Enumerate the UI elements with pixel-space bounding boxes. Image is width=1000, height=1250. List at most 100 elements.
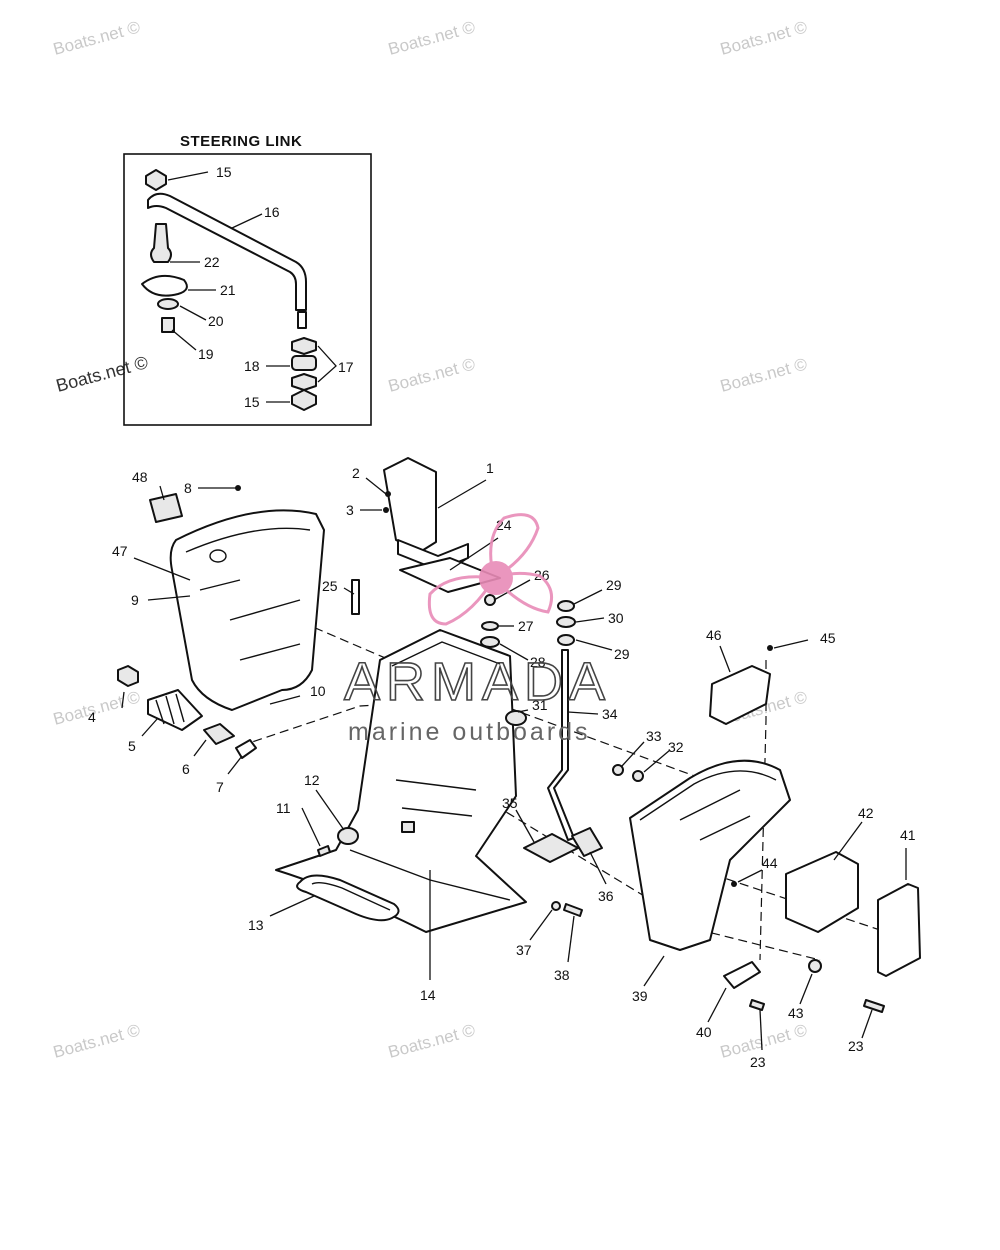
boot-part	[147, 689, 203, 731]
lower-cowl-part	[629, 759, 791, 951]
watermark: Boats.net ©	[386, 17, 477, 59]
leader-line	[317, 345, 337, 383]
callout-label: 31	[532, 697, 548, 713]
watermark: Boats.net ©	[51, 1020, 142, 1062]
plate-part	[141, 274, 188, 297]
callout-label: 36	[598, 888, 614, 904]
leader-line	[573, 589, 603, 605]
callout-label: 15	[244, 394, 260, 410]
steering-link-inset: STEERING LINK 15 16 22 21 2	[123, 133, 372, 426]
washer-part	[480, 636, 500, 648]
callout-label: 7	[216, 779, 224, 795]
leader-line	[575, 617, 605, 623]
callout-label: 14	[420, 987, 436, 1003]
callout-label: 26	[534, 567, 550, 583]
leader-line	[133, 557, 191, 581]
leader-line	[167, 171, 209, 181]
callout-label: 8	[184, 480, 192, 496]
watermark: Boats.net ©	[386, 354, 477, 396]
leader-line	[759, 1009, 763, 1051]
callout-label: 13	[248, 917, 264, 933]
callout-label: 34	[602, 706, 618, 722]
side-plate-part	[785, 851, 859, 933]
callout-label: 47	[112, 543, 128, 559]
washer-part	[481, 621, 499, 631]
screw-part	[383, 507, 389, 513]
inset-title: STEERING LINK	[180, 133, 302, 150]
leader-line	[621, 741, 645, 767]
leader-line	[861, 1009, 873, 1039]
leader-line	[269, 695, 301, 705]
washer-part	[551, 901, 561, 911]
armada-logo: ARMADA marine outboards	[343, 513, 611, 746]
screw-part	[731, 881, 737, 887]
leader-line	[231, 213, 263, 229]
leader-line	[719, 645, 731, 673]
callout-label: 4	[88, 709, 96, 725]
callout-label: 17	[338, 359, 354, 375]
callout-label: 38	[554, 967, 570, 983]
leader-line	[171, 329, 197, 351]
callout-label: 22	[204, 254, 220, 270]
nut-part	[145, 169, 167, 191]
callout-label: 48	[132, 469, 148, 485]
callout-label: 35	[502, 795, 518, 811]
callout-label: 12	[304, 772, 320, 788]
callout-label: 25	[322, 578, 338, 594]
bolt-part	[484, 594, 496, 606]
clip-part	[723, 961, 761, 989]
leader-line	[159, 485, 165, 501]
leader-line	[529, 909, 553, 941]
alignment-line	[699, 869, 881, 931]
leader-line	[493, 579, 531, 601]
screw-part	[863, 999, 885, 1013]
leader-line	[737, 869, 763, 883]
callout-label: 21	[220, 282, 236, 298]
grommet-part	[556, 616, 576, 628]
callout-label: 9	[131, 592, 139, 608]
link-rod-part	[147, 192, 307, 311]
callout-label: 2	[352, 465, 360, 481]
leader-line	[141, 717, 159, 737]
screw-part	[235, 485, 241, 491]
leader-line	[515, 809, 535, 843]
leader-line	[193, 739, 207, 757]
leader-line	[773, 639, 809, 649]
callout-label: 30	[608, 610, 624, 626]
inset-frame	[123, 153, 372, 426]
logo-wordmark: ARMADA	[344, 652, 611, 712]
watermark: Boats.net ©	[54, 352, 150, 396]
leader-line	[499, 643, 529, 661]
screw-part	[317, 845, 331, 857]
logo-tagline: marine outboards	[348, 718, 591, 746]
callout-label: 29	[614, 646, 630, 662]
leader-line	[643, 749, 671, 773]
spring-part	[203, 723, 235, 745]
propeller-hub	[479, 561, 513, 595]
callout-label: 27	[518, 618, 534, 634]
leader-line	[147, 595, 191, 601]
leader-line	[269, 895, 315, 917]
callout-label: 20	[208, 313, 224, 329]
grommet-part	[505, 710, 527, 726]
watermark: Boats.net ©	[51, 687, 142, 729]
seal-part	[296, 874, 400, 922]
callout-label: 33	[646, 728, 662, 744]
seal-detail	[311, 881, 391, 911]
ball-stud-part	[150, 223, 172, 263]
leader-line	[567, 915, 575, 963]
callout-label: 28	[530, 654, 546, 670]
leader-line	[643, 955, 665, 987]
leader-line	[179, 305, 207, 321]
callout-label: 3	[346, 502, 354, 518]
bushing-part	[291, 373, 317, 391]
rod-end-part	[297, 311, 307, 329]
cover-detail	[185, 527, 311, 661]
grommet-part	[557, 634, 575, 646]
propeller-blade	[427, 575, 497, 626]
boot-ribs	[155, 693, 185, 725]
leader-line	[833, 821, 863, 861]
handle-part	[709, 665, 771, 725]
leader-line	[227, 755, 243, 775]
dowel-pin-part	[351, 579, 360, 615]
